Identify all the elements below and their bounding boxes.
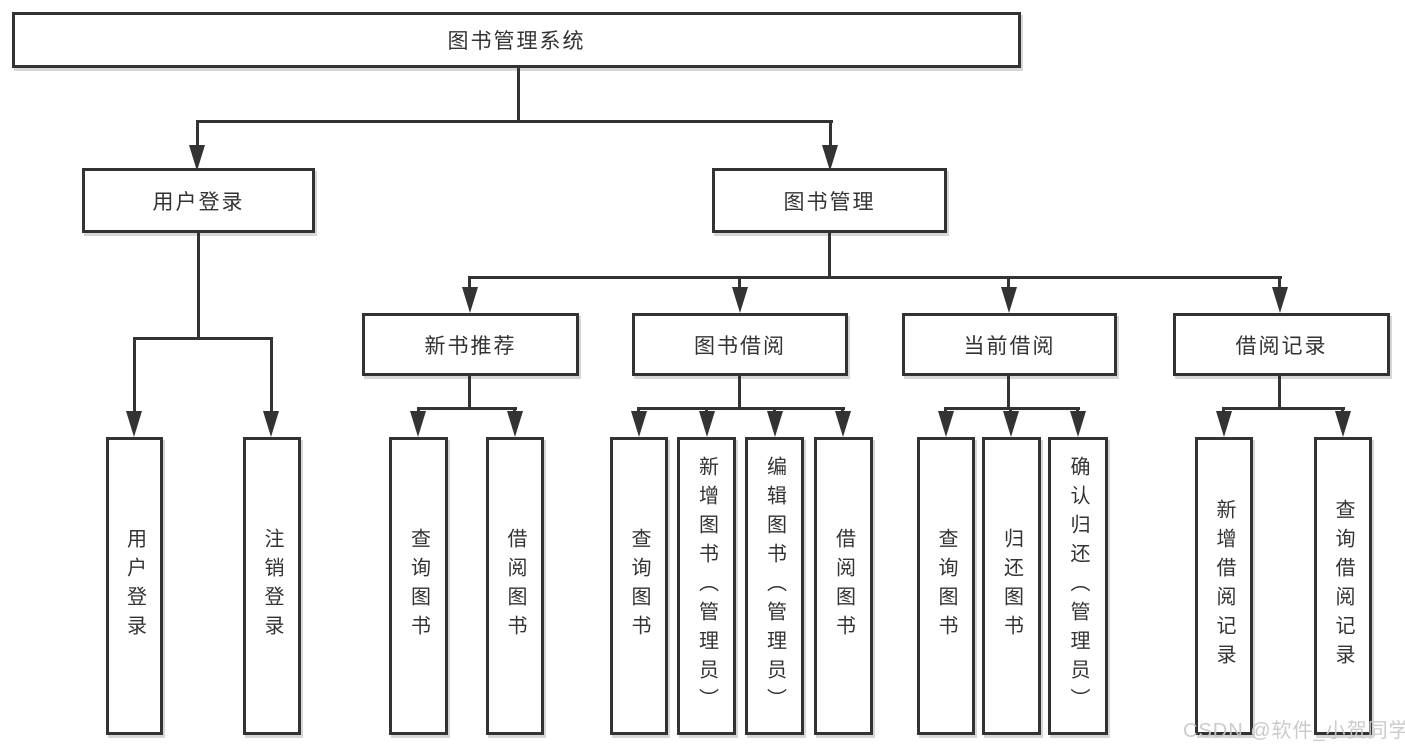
leaf-add-borrow-record: 新增借阅记录 <box>1195 437 1253 735</box>
connector-stem <box>1278 376 1281 410</box>
arrow-down <box>835 411 851 437</box>
leaf-borrow-books-recommend: 借阅图书 <box>486 437 544 735</box>
arrow-down <box>126 411 142 437</box>
leaf-label: 借阅图书 <box>504 528 526 644</box>
leaf-label: 查询图书 <box>407 528 430 644</box>
node-book-management-module: 图书管理 <box>712 168 947 233</box>
connector-stem <box>270 337 273 414</box>
connector-stem <box>133 337 136 414</box>
leaf-label: 查询图书 <box>935 528 957 644</box>
connector-branch <box>468 276 1282 279</box>
connector-stem <box>196 120 199 147</box>
leaf-label: 注销登录 <box>261 528 283 644</box>
node-label: 图书管理系统 <box>447 30 586 53</box>
node-current-borrowing: 当前借阅 <box>902 313 1117 376</box>
arrow-down <box>1216 411 1232 437</box>
arrow-down <box>263 411 279 437</box>
connector-stem <box>468 374 471 410</box>
connector-stem <box>738 276 741 290</box>
arrow-down <box>1335 411 1351 437</box>
leaf-label: 归还图书 <box>1000 528 1023 644</box>
connector-stem <box>1278 276 1281 290</box>
arrow-down <box>1003 411 1019 437</box>
arrow-down <box>1001 287 1017 313</box>
connector-root-branch <box>196 120 833 123</box>
node-library-management-system: 图书管理系统 <box>12 12 1021 68</box>
leaf-query-books-current: 查询图书 <box>917 437 975 735</box>
node-label: 当前借阅 <box>963 334 1056 358</box>
arrow-down <box>1272 287 1288 313</box>
leaf-edit-books-admin: 编辑图书（管理员） <box>745 437 804 735</box>
arrow-down <box>189 145 205 171</box>
leaf-label: 借阅图书 <box>832 528 855 644</box>
leaf-return-books: 归还图书 <box>982 437 1041 735</box>
node-book-borrowing: 图书借阅 <box>632 313 848 376</box>
leaf-label: 新增借阅记录 <box>1213 499 1235 673</box>
connector-branch <box>944 407 1080 410</box>
connector-stem <box>828 233 831 279</box>
node-new-book-recommendation: 新书推荐 <box>362 313 579 376</box>
connector-branch <box>637 407 845 410</box>
leaf-query-books-borrowing: 查询图书 <box>610 437 668 735</box>
node-label: 图书管理 <box>783 190 876 214</box>
connector-root-stem <box>517 67 520 122</box>
leaf-confirm-return-admin: 确认归还（管理员） <box>1048 437 1108 735</box>
arrow-down <box>1070 411 1086 437</box>
arrow-down <box>767 411 783 437</box>
connector-branch <box>133 337 273 340</box>
arrow-down <box>507 411 523 437</box>
connector-stem <box>197 233 200 340</box>
leaf-add-books-admin: 新增图书（管理员） <box>677 437 736 735</box>
leaf-label: 查询图书 <box>628 528 650 644</box>
arrow-down <box>938 411 954 437</box>
connector-branch <box>1222 407 1345 410</box>
node-label: 借阅记录 <box>1235 334 1328 358</box>
leaf-query-books-recommend: 查询图书 <box>389 437 448 735</box>
leaf-label: 编辑图书（管理员） <box>763 455 786 717</box>
node-label: 图书借阅 <box>694 334 786 358</box>
node-borrowing-records: 借阅记录 <box>1173 313 1390 376</box>
connector-stem <box>738 376 741 410</box>
leaf-query-borrow-record: 查询借阅记录 <box>1314 437 1372 735</box>
connector-stem <box>1007 276 1010 290</box>
connector-stem <box>1007 376 1010 410</box>
connector-branch <box>417 407 517 410</box>
connector-stem <box>468 276 471 290</box>
node-user-login-module: 用户登录 <box>82 168 315 233</box>
node-label: 新书推荐 <box>424 334 517 358</box>
leaf-borrow-books-borrowing: 借阅图书 <box>814 437 873 735</box>
leaf-label: 确认归还（管理员） <box>1067 455 1089 717</box>
csdn-watermark: CSDN @软件_小贺同学 <box>1183 720 1405 742</box>
connector-stem <box>829 120 832 147</box>
arrow-down <box>732 287 748 313</box>
arrow-down <box>410 411 426 437</box>
node-label: 用户登录 <box>152 190 245 214</box>
leaf-label: 用户登录 <box>123 528 146 644</box>
leaf-logout: 注销登录 <box>243 437 301 735</box>
arrow-down <box>462 287 478 313</box>
arrow-down <box>699 411 715 437</box>
leaf-label: 查询借阅记录 <box>1332 499 1354 673</box>
arrow-down <box>631 411 647 437</box>
leaf-label: 新增图书（管理员） <box>695 455 718 717</box>
arrow-down <box>822 145 838 171</box>
leaf-user-login: 用户登录 <box>106 437 163 735</box>
